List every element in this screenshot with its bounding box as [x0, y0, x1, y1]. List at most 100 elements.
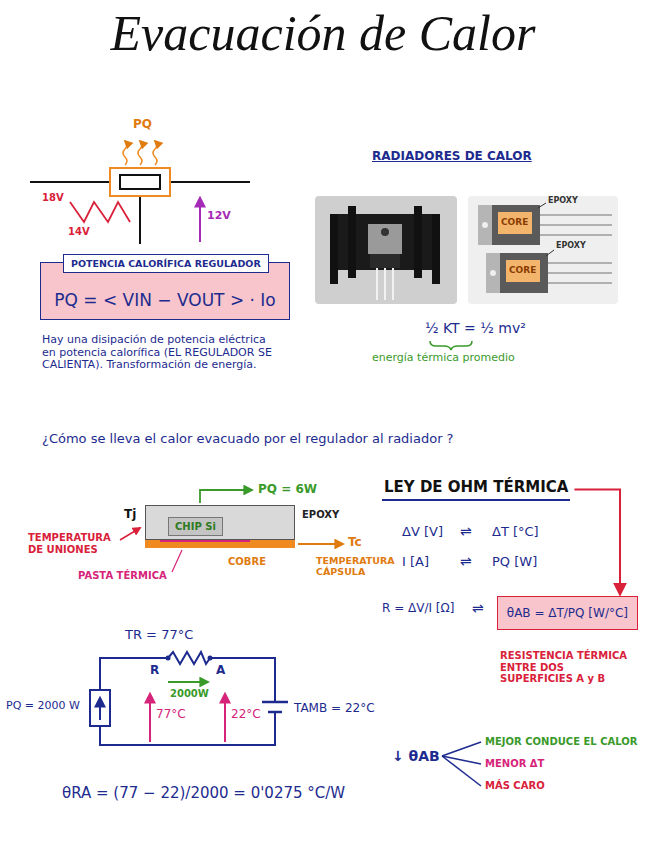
text-label: PQ = 2000 W: [6, 700, 80, 713]
text-label: TR = 77°C: [125, 628, 193, 643]
input-ripple: [70, 202, 130, 222]
text-label: PQ = 6W: [258, 483, 317, 497]
node-text: LEY DE OHM TÉRMICA: [384, 478, 568, 496]
heatsink-photo: [376, 268, 378, 300]
underbrace: [430, 341, 472, 350]
thermal-circuit: [149, 694, 151, 742]
transistor-photo: [548, 282, 612, 284]
heatsink-photo: [315, 196, 457, 304]
thermal-circuit: [208, 656, 213, 661]
formula-box: θAB = ΔT/PQ [W/°C]: [497, 596, 638, 630]
heatsink-photo: [348, 206, 356, 278]
thermal-circuit: [224, 694, 226, 742]
text-label: PQ [W]: [492, 555, 537, 570]
text-label: PASTA TÉRMICA: [78, 570, 167, 582]
regulator-symbol: [123, 141, 127, 165]
text-label: Hay una disipación de potencia eléctrica…: [42, 334, 282, 372]
output-voltage-arrow: [200, 198, 201, 242]
transistor-photo: [490, 270, 496, 276]
chip-section: [120, 528, 140, 540]
text-label: 14V: [68, 226, 90, 238]
band-header: POTENCIA CALORÍFICA REGULADOR: [63, 254, 269, 273]
heatsink-photo: [432, 214, 440, 284]
node-text: POTENCIA CALORÍFICA REGULADOR: [71, 258, 261, 269]
thermal-circuit: [262, 701, 288, 704]
text-label: EPOXY: [548, 196, 578, 205]
bracket: [442, 756, 481, 786]
text-label: R: [150, 664, 159, 678]
text-label: TAMB = 22°C: [294, 702, 375, 716]
transistor-photo: [540, 224, 612, 226]
heatsink-photo: [392, 268, 394, 300]
transistor-photo: [468, 196, 618, 304]
thermal-circuit: [100, 658, 275, 745]
output-voltage-arrow: [199, 198, 201, 242]
text-label: Tc: [348, 536, 362, 550]
regulator-symbol: [153, 141, 157, 165]
text-label: TEMPERATURA CÁPSULA: [316, 556, 396, 578]
text-label: 18V: [42, 192, 64, 204]
transistor-photo: [506, 260, 540, 282]
thermal-circuit: [168, 652, 210, 664]
text-label: 77°C: [156, 708, 186, 722]
text-label: TEMPERATURA DE UNIONES: [28, 532, 118, 555]
heatsink-photo: [368, 224, 402, 254]
text-label: ½ KT = ½ mv²: [425, 320, 526, 336]
page-title: Evacuación de Calor: [0, 6, 646, 61]
thermal-circuit: [90, 652, 288, 745]
chip-section: [145, 540, 295, 548]
chip-section: [298, 543, 343, 545]
heatsink-photo: [315, 196, 457, 304]
regulator-symbol: [110, 168, 170, 196]
text-label: ¿Cómo se lleva el calor evacuado por el …: [42, 432, 454, 447]
transistor-photo: [478, 205, 492, 245]
transistor-photo: [492, 205, 540, 245]
text-label: ⇌: [460, 553, 472, 569]
text-label: MEJOR CONDUCE EL CALOR: [485, 736, 637, 748]
text-label: I [A]: [402, 555, 429, 570]
connector-arrow: [574, 490, 620, 595]
chip-section: [200, 490, 252, 503]
heatsink-photo: [384, 268, 386, 300]
node-text: θAB = ΔT/PQ [W/°C]: [507, 606, 628, 620]
chip-section: [172, 550, 182, 572]
heatsink-photo: [330, 214, 338, 284]
transistor-photo: [540, 214, 612, 216]
regulator-symbol: [30, 181, 110, 183]
text-label: 22°C: [231, 708, 261, 722]
transistor-photo: [546, 250, 554, 256]
thermal-circuit: [166, 656, 171, 661]
input-ripple: [70, 202, 130, 222]
regulator-symbol: [139, 196, 141, 244]
transistor-photo: [548, 272, 612, 274]
text-label: RADIADORES DE CALOR: [372, 150, 532, 164]
epoxy-package: EPOXYCHIP Si: [145, 505, 295, 540]
text-label: A: [216, 664, 225, 678]
heatsink-photo: [381, 228, 389, 236]
transistor-photo: [482, 222, 488, 228]
heatsink-photo: [414, 206, 422, 278]
text-label: ΔT [°C]: [492, 525, 539, 540]
text-label: 12V: [207, 210, 231, 223]
text-label: MÁS CARO: [485, 780, 545, 792]
text-label: COBRE: [228, 556, 266, 568]
thermal-circuit: [268, 711, 282, 714]
transistor-photo: [538, 203, 546, 208]
text-label: MENOR ΔT: [485, 758, 544, 770]
node-text: EPOXY: [302, 509, 339, 520]
regulator-symbol: [170, 181, 250, 183]
silicon-chip: CHIP Si: [168, 517, 223, 536]
text-label: ⇌: [472, 600, 484, 616]
text-label: θRA = (77 − 22)/2000 = 0'0275 °C/W: [62, 785, 345, 802]
transistor-photo: [486, 253, 500, 293]
node-text: CHIP Si: [175, 521, 216, 532]
text-label: RESISTENCIA TÉRMICA ENTRE DOS SUPERFICIE…: [500, 650, 640, 685]
transistor-photo: [498, 212, 532, 234]
text-label: ΔV [V]: [402, 525, 443, 540]
chip-section: [160, 540, 250, 542]
formula-band: PQ = < VIN − VOUT > · IoPOTENCIA CALORÍF…: [40, 262, 290, 320]
